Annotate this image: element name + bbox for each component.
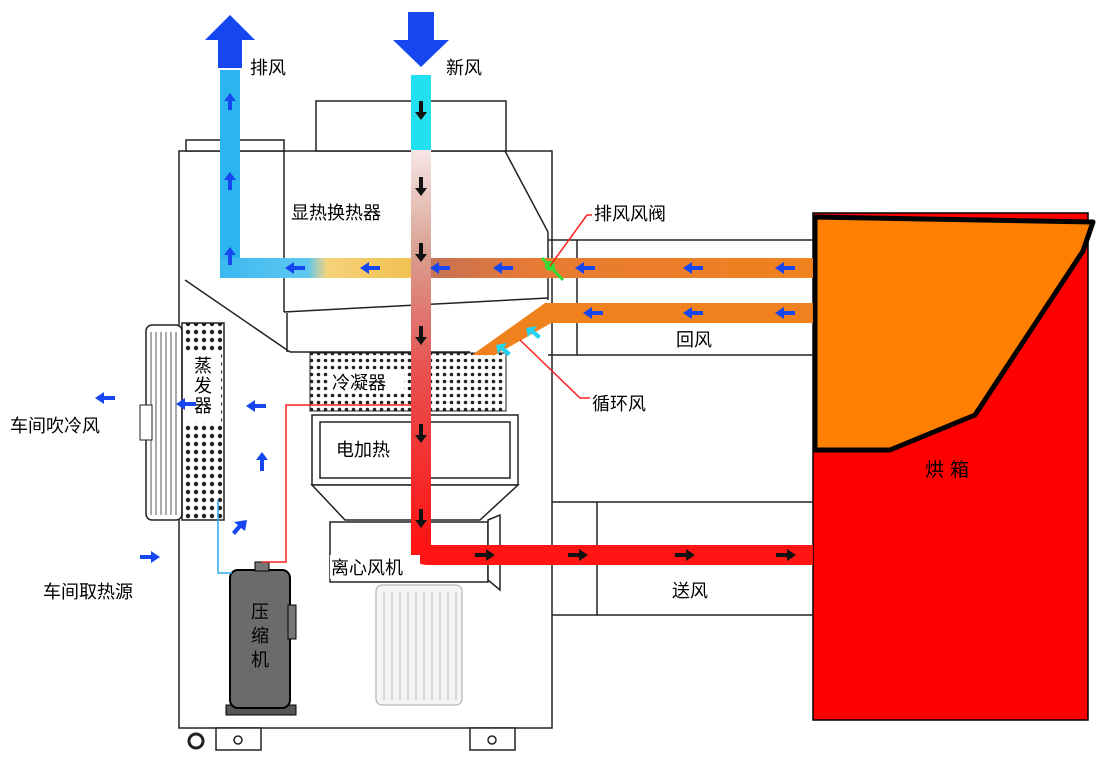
arrow-right-icon [475,549,495,561]
arrow-left-icon [775,262,795,274]
compressor-cap [254,561,270,572]
exhaust-label: 排风 [250,58,286,79]
arrow-up-icon [224,247,236,265]
foot-bolt [233,735,243,745]
arrow-down-icon [415,101,427,120]
vertical-char: 蒸 [194,356,212,377]
evaporator-label: 蒸发器 [194,356,212,417]
compressor-label: 压缩机 [251,602,269,671]
arrow-down-icon [415,424,427,443]
arrow-right-icon [140,551,160,563]
workshop-cold-air-label: 车间吹冷风 [10,416,100,437]
arrow-right-icon [776,549,796,561]
arrow-left-icon [95,392,115,404]
compressor: 压缩机 [225,561,297,716]
arrow-left-icon [683,262,703,274]
recirculation-duct [472,303,560,355]
arrow-left-icon [246,400,266,412]
arrow-up-icon [256,452,268,471]
oven: 烘 箱 [812,212,1096,721]
arrow-left-icon [176,398,196,410]
vertical-char: 机 [251,650,269,671]
main-duct-vertical [411,150,431,555]
refrigerant-pipe-blue [217,500,232,574]
oven-upper-chamber [812,214,1096,453]
electric-heater-label: 电加热 [336,440,390,461]
arrow-left-icon [583,307,603,319]
exchanger-line [504,150,549,233]
arrow-left-icon [285,262,305,274]
recirc-leader [519,339,590,399]
arrow-down-icon [415,177,427,196]
exhaust-damper-label: 排风风阀 [594,204,666,225]
arrow-down-left-icon [496,343,511,356]
recirculation-label: 循环风 [592,394,646,415]
fan-label-bg [330,555,420,579]
cabinet-foot-right [469,727,516,751]
compressor-side [287,604,297,640]
exhaust-up-arrow-big [205,15,255,68]
supply-duct-horizontal [428,545,813,565]
vertical-char: 器 [194,396,212,417]
cabinet-foot-left [215,727,262,751]
arrow-down-icon [415,243,427,262]
motor-ribs [383,592,457,700]
return-duct-upper [415,258,813,278]
arrow-right-icon [568,549,588,561]
arrow-up-icon [224,93,236,110]
arrow-left-icon [493,262,513,274]
vertical-char: 缩 [251,626,269,647]
arrow-left-icon [683,307,703,319]
damper-leader [549,214,592,267]
return-air-label: 回风 [676,330,712,351]
fan-hub [139,404,153,441]
arrow-down-icon [415,509,427,528]
fan-motor [375,584,463,706]
arrow-right-icon [675,549,695,561]
oven-label: 烘 箱 [925,459,969,481]
arrow-up-right-icon [232,520,247,535]
fresh-down-arrow-big [393,12,449,67]
arrow-down-icon [415,326,427,345]
fresh-air-label: 新风 [446,58,482,79]
workshop-heat-source-label: 车间取热源 [43,582,133,603]
condenser-label-bg [328,371,404,393]
vertical-char: 压 [251,602,269,623]
evaporator-label-bg [185,352,221,422]
arrow-down-left-icon [526,326,541,339]
refrigerant-pipe-red [262,404,418,563]
arrow-up-icon [224,172,236,190]
arrow-left-icon [575,262,595,274]
return-duct-lower [545,303,813,323]
arrow-left-icon [430,262,450,274]
supply-air-label: 送风 [672,581,708,602]
vertical-char: 发 [194,376,212,397]
condenser: 冷凝器 [309,352,507,412]
caster-wheel [187,732,205,750]
motor-body [375,584,463,706]
exhaust-duct-horizontal [220,258,415,278]
evaporator-fan: 蒸发器 [139,322,225,521]
flow-arrows [95,93,796,563]
heat-exchanger-label: 显热换热器 [291,203,381,224]
centrifugal-fan-label: 离心风机 [331,558,403,579]
exchanger-line [184,279,291,353]
arrow-left-icon [360,262,380,274]
condenser-label: 冷凝器 [332,373,386,394]
foot-bolt [487,735,497,745]
arrow-left-icon [775,307,795,319]
